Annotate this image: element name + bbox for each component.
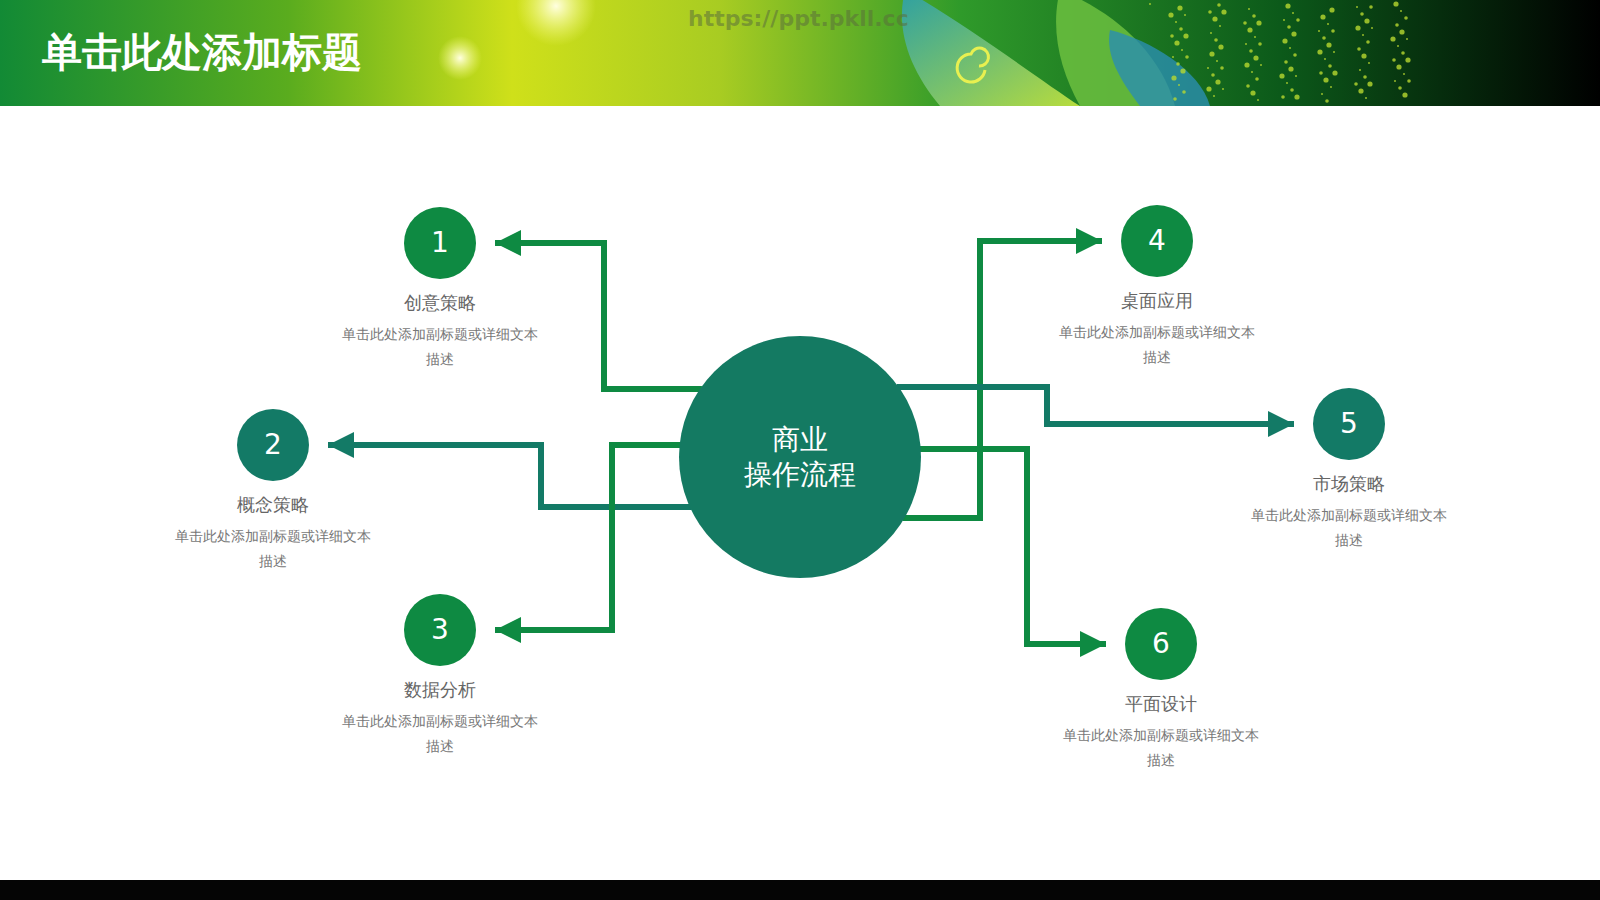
step-description: 单击此处添加副标题或详细文本 描述	[1051, 723, 1271, 773]
watermark: https://ppt.pkll.cc	[688, 6, 909, 31]
step-heading: 创意策略	[330, 292, 550, 314]
step-description: 单击此处添加副标题或详细文本 描述	[1047, 320, 1267, 370]
callout-number: 3	[431, 616, 449, 644]
flow-arrow	[495, 445, 682, 630]
callout-number: 6	[1152, 630, 1170, 658]
step-circle: 2概念策略单击此处添加副标题或详细文本 描述	[237, 409, 309, 481]
center-circle: 商业 操作流程	[679, 336, 921, 578]
step-circle: 6平面设计单击此处添加副标题或详细文本 描述	[1125, 608, 1197, 680]
step-circle: 1创意策略单击此处添加副标题或详细文本 描述	[404, 207, 476, 279]
circle-shape	[679, 336, 921, 578]
callout-number: 5	[1340, 410, 1358, 438]
step-description: 单击此处添加副标题或详细文本 描述	[163, 524, 383, 574]
flow-arrow	[328, 445, 692, 507]
step-circle: 4桌面应用单击此处添加副标题或详细文本 描述	[1121, 205, 1193, 277]
footer-bar	[0, 880, 1600, 900]
step-description: 单击此处添加副标题或详细文本 描述	[1239, 503, 1459, 553]
header-band	[0, 0, 1600, 106]
flow-arrow	[495, 243, 702, 389]
callout-number: 1	[431, 229, 449, 257]
callout-number: 4	[1148, 227, 1166, 255]
flow-arrow	[897, 387, 1294, 424]
step-circle: 3数据分析单击此处添加副标题或详细文本 描述	[404, 594, 476, 666]
step-heading: 市场策略	[1239, 473, 1459, 495]
step-description: 单击此处添加副标题或详细文本 描述	[330, 322, 550, 372]
center-title: 商业 操作流程	[740, 422, 860, 492]
light-glow	[516, 0, 596, 46]
light-glow	[438, 36, 482, 80]
flow-arrow	[919, 449, 1106, 644]
slide-title: 单击此处添加标题	[42, 30, 362, 74]
callout-number: 2	[264, 431, 282, 459]
step-description: 单击此处添加副标题或详细文本 描述	[330, 709, 550, 759]
step-circle: 5市场策略单击此处添加副标题或详细文本 描述	[1313, 388, 1385, 460]
step-heading: 平面设计	[1051, 693, 1271, 715]
step-heading: 桌面应用	[1047, 290, 1267, 312]
flow-arrow	[902, 241, 1102, 518]
step-heading: 概念策略	[163, 494, 383, 516]
leaf-art	[902, 0, 1411, 106]
step-heading: 数据分析	[330, 679, 550, 701]
